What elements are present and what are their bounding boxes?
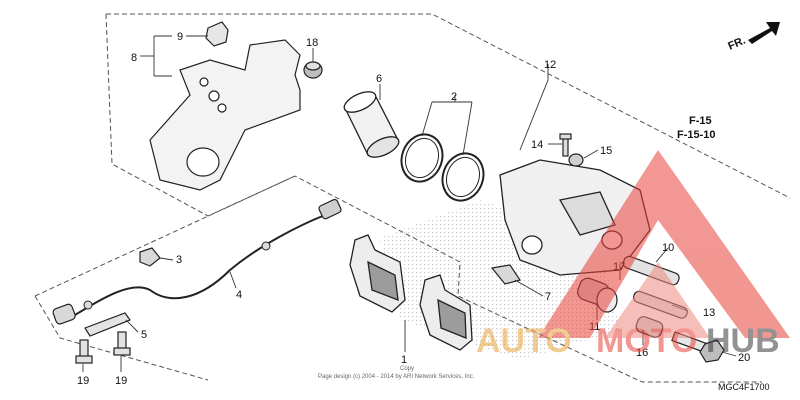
- callout-13: 13: [703, 307, 715, 319]
- callout-8: 8: [131, 52, 137, 64]
- callout-10: 10: [662, 242, 674, 254]
- callout-16: 16: [636, 347, 648, 359]
- part-7-clip: [490, 264, 521, 285]
- diagram-code: MGC4F1700: [718, 382, 770, 392]
- callout-19-right: 19: [115, 375, 127, 387]
- part-1-brake-pads: [349, 234, 473, 351]
- callout-15: 15: [600, 145, 612, 157]
- callout-labels: 9 8 18 6 2 12 F-15 F-15-10 14 15 10 17 7…: [77, 31, 750, 387]
- callout-12: 12: [544, 59, 556, 71]
- part-3-clamp: [139, 247, 161, 267]
- callout-6: 6: [376, 73, 382, 85]
- assembly-outline: [34, 13, 791, 383]
- part-4-sensor-cable: [69, 198, 342, 319]
- watermark-logo: AUTO MOTO HUB: [476, 150, 790, 360]
- part-2-seals: [400, 133, 485, 202]
- svg-text:AUTO: AUTO: [476, 322, 572, 360]
- part-18-cap: [303, 61, 323, 79]
- callout-18: 18: [306, 37, 318, 49]
- callout-3: 3: [176, 254, 182, 266]
- ref-f1510: F-15-10: [677, 129, 716, 141]
- sensor-head: [52, 303, 76, 325]
- fr-label: FR.: [726, 35, 747, 53]
- callout-5: 5: [141, 329, 147, 341]
- callout-9: 9: [177, 31, 183, 43]
- fr-arrow-icon: [748, 22, 780, 44]
- part-19-bolts: [75, 331, 131, 364]
- callout-2: 2: [451, 91, 457, 103]
- part-5-guide: [84, 312, 131, 337]
- part-14-bleeder: [559, 133, 572, 157]
- part-6-piston: [343, 91, 400, 158]
- copyright-text: Page design (c) 2004 - 2014 by ARI Netwo…: [318, 374, 475, 380]
- copy-mark: Copy: [400, 366, 414, 372]
- callout-14: 14: [531, 139, 543, 151]
- svg-text:HUB: HUB: [706, 322, 780, 360]
- callout-1: 1: [401, 354, 407, 366]
- ref-f15: F-15: [689, 115, 712, 127]
- callout-19-left: 19: [77, 375, 89, 387]
- callout-20: 20: [738, 352, 750, 364]
- part-9-clip: [205, 21, 229, 47]
- part-8-bracket: [149, 39, 301, 191]
- callout-4: 4: [236, 289, 242, 301]
- callout-7: 7: [545, 291, 551, 303]
- part-15-cap: [568, 153, 584, 167]
- svg-text:MOTO: MOTO: [596, 322, 697, 360]
